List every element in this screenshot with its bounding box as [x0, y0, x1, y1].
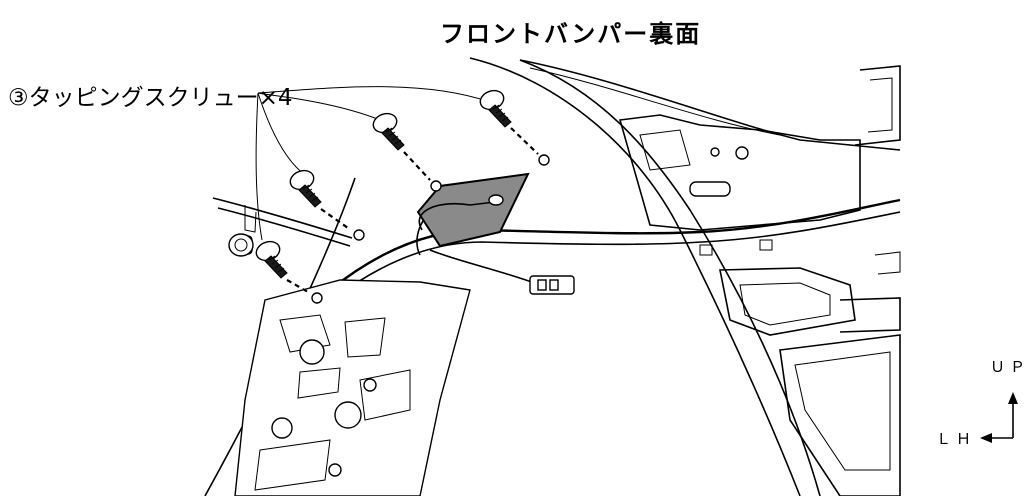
insertion-arrows	[286, 127, 550, 304]
diagram-title: フロントバンパー裏面	[440, 20, 702, 48]
bumper-body-detail	[618, 65, 901, 496]
push-clip	[228, 233, 254, 257]
connector	[529, 275, 575, 295]
direction-arrows-icon	[980, 392, 1018, 443]
direction-up-label: ＵＰ	[990, 358, 1031, 376]
direction-lh-label: ＬＨ	[936, 430, 977, 448]
callout-leader-lines	[255, 86, 491, 241]
mechanism-block	[234, 279, 471, 496]
screw-icon	[372, 112, 405, 151]
screw-icon	[255, 240, 288, 279]
screw-icon	[289, 169, 322, 208]
screw-icon	[479, 89, 512, 128]
screw-callout-label: ③タッピングスクリュー×4	[8, 85, 293, 111]
